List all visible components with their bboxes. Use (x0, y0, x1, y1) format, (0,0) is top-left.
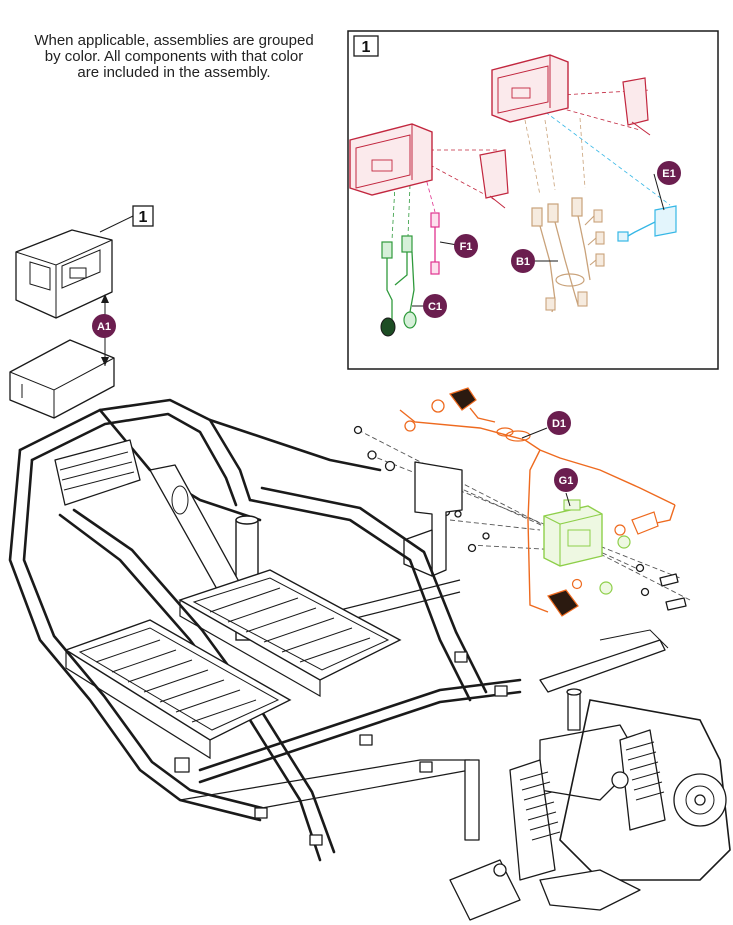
controller-unit-upper (491, 54, 569, 123)
callout-d1-label: D1 (552, 418, 566, 430)
callout-g1: G1 (554, 468, 578, 492)
callout-d1: D1 (547, 411, 571, 435)
controller-housing (15, 229, 113, 319)
harness-e1 (617, 205, 677, 242)
controller-cover-lower (479, 149, 509, 209)
mounting-bracket (403, 461, 463, 577)
inset-alignment-lines (391, 89, 671, 241)
callout-f1: F1 (454, 234, 478, 258)
note-line-1: When applicable, assemblies are grouped (34, 32, 314, 49)
hardware-alignment-lines (357, 429, 691, 601)
controller-cover-upper (622, 77, 651, 136)
callout-b1: B1 (511, 249, 535, 273)
callout-f1-label: F1 (460, 241, 473, 253)
note-line-2: by color. All components with that color (44, 48, 304, 65)
callout-e1: E1 (657, 161, 681, 185)
relay-g1 (543, 499, 631, 595)
callout-g1-label: G1 (559, 475, 574, 487)
controller-assembly: 1 (9, 205, 154, 419)
fasteners-right (635, 563, 687, 611)
callout-b1-label: B1 (516, 256, 530, 268)
controller-reference-number: 1 (139, 209, 148, 226)
assembly-note: When applicable, assemblies are grouped … (24, 33, 324, 81)
callout-c1: C1 (423, 294, 447, 318)
callout-e1-label: E1 (662, 168, 675, 180)
callout-a1: A1 (92, 314, 116, 338)
controller-base-plate (9, 339, 115, 419)
chassis-frame (8, 398, 522, 862)
rear-suspension (449, 629, 731, 921)
battery-tray-left (64, 619, 292, 760)
harness-b1 (531, 197, 605, 313)
battery-tray-right (178, 569, 402, 698)
callout-a1-label: A1 (97, 321, 111, 333)
harness-d1 (399, 387, 676, 617)
callout-c1-label: C1 (428, 301, 442, 313)
controller-unit-lower (349, 123, 433, 196)
harness-f1 (430, 212, 440, 275)
harness-c1 (380, 235, 417, 337)
note-line-3: are included in the assembly. (77, 64, 271, 81)
inset-panel: 1 (347, 30, 719, 370)
inset-reference-number: 1 (362, 39, 371, 56)
